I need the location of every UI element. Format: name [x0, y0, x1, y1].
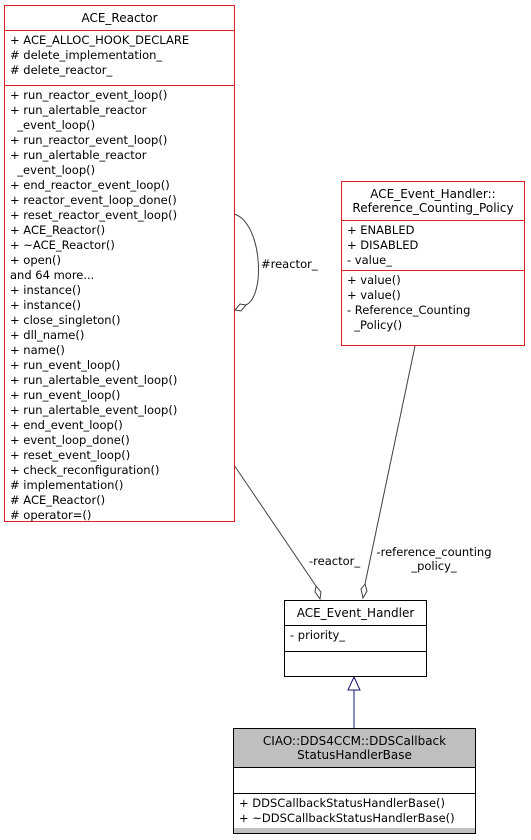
method: + run_reactor_event_loop(): [10, 133, 168, 147]
method: + event_loop_done(): [10, 433, 130, 447]
method: # implementation(): [10, 478, 124, 492]
method: + reset_reactor_event_loop(): [10, 208, 178, 222]
method: + run_alertable_event_loop(): [10, 403, 178, 417]
method: + run_alertable_event_loop(): [10, 373, 178, 387]
method: + check_reconfiguration(): [10, 463, 160, 477]
method: + instance(): [10, 298, 81, 312]
class-title-line2: Reference_Counting_Policy: [352, 201, 514, 215]
class-title: ACE_Event_Handler:: Reference_Counting_P…: [342, 182, 524, 220]
method: + close_singleton(): [10, 313, 121, 327]
attribute: + DISABLED: [347, 238, 419, 252]
method: + run_reactor_event_loop(): [10, 88, 168, 102]
method: # ACE_Reactor(): [10, 493, 106, 507]
class-ddscallback-status-handler-base[interactable]: CIAO::DDS4CCM::DDSCallback StatusHandler…: [233, 728, 476, 834]
reactor-association-diamond: [314, 584, 322, 601]
method: + run_event_loop(): [10, 358, 121, 372]
edge-label-reactor: -reactor_: [309, 554, 361, 568]
attribute: # delete_implementation_: [10, 48, 163, 62]
attributes-section: [234, 767, 475, 793]
method: _event_loop(): [10, 118, 96, 132]
method: + ~DDSCallbackStatusHandlerBase(): [239, 811, 455, 825]
self-association-reactor: [233, 213, 259, 306]
more-methods-link[interactable]: and 64 more...: [10, 268, 95, 282]
attribute: - priority_: [290, 628, 346, 642]
methods-section: + run_reactor_event_loop() + run_alertab…: [5, 85, 234, 525]
class-title-line1: CIAO::DDS4CCM::DDSCallback: [262, 734, 447, 748]
edge-label-line1: -reference_counting: [376, 545, 492, 559]
method: + instance(): [10, 283, 81, 297]
attributes-section: + ACE_ALLOC_HOOK_DECLARE # delete_implem…: [5, 30, 234, 85]
method: + end_reactor_event_loop(): [10, 178, 170, 192]
attributes-section: - priority_: [285, 625, 426, 651]
methods-section: + value() + value() - Reference_Counting…: [342, 270, 524, 335]
methods-section: [285, 651, 426, 676]
self-association-diamond: [234, 303, 247, 312]
method: + ACE_Reactor(): [10, 223, 106, 237]
class-title: CIAO::DDS4CCM::DDSCallback StatusHandler…: [234, 729, 475, 767]
method: + ~ACE_Reactor(): [10, 238, 115, 252]
method: _event_loop(): [10, 163, 96, 177]
method: + dll_name(): [10, 328, 85, 342]
method: + run_alertable_reactor: [10, 103, 147, 117]
method: + open(): [10, 253, 61, 267]
edge-label-reference-counting-policy: -reference_counting _policy_: [372, 545, 496, 573]
method: + run_alertable_reactor: [10, 148, 147, 162]
class-title-line2: StatusHandlerBase: [297, 748, 412, 762]
inheritance-arrowhead: [347, 675, 361, 691]
methods-section: + DDSCallbackStatusHandlerBase() + ~DDSC…: [234, 793, 475, 828]
attribute: + ACE_ALLOC_HOOK_DECLARE: [10, 33, 190, 47]
method: + end_event_loop(): [10, 418, 123, 432]
class-title: ACE_Event_Handler: [296, 606, 415, 620]
attribute: - value_: [347, 253, 392, 267]
method: + name(): [10, 343, 65, 357]
policy-association-line: [364, 345, 416, 585]
edge-label-line2: _policy_: [411, 559, 457, 573]
class-ace-event-handler[interactable]: ACE_Event_Handler - priority_: [284, 600, 427, 677]
attributes-section: + ENABLED + DISABLED - value_: [342, 220, 524, 270]
method: _Policy(): [347, 318, 403, 332]
method: + reset_event_loop(): [10, 448, 131, 462]
class-reference-counting-policy[interactable]: ACE_Event_Handler:: Reference_Counting_P…: [341, 181, 525, 346]
edge-label-self-reactor: #reactor_: [261, 257, 318, 271]
class-ace-reactor[interactable]: ACE_Reactor + ACE_ALLOC_HOOK_DECLARE # d…: [4, 5, 235, 522]
method: + value(): [347, 273, 401, 287]
method: + DDSCallbackStatusHandlerBase(): [239, 796, 446, 810]
attribute: # delete_reactor_: [10, 63, 113, 77]
method: - Reference_Counting: [347, 303, 471, 317]
method: + reactor_event_loop_done(): [10, 193, 177, 207]
class-title: ACE_Reactor: [81, 11, 158, 25]
policy-association-diamond: [360, 582, 368, 600]
reactor-association-line: [233, 464, 317, 587]
attribute: + ENABLED: [347, 223, 415, 237]
class-title-line1: ACE_Event_Handler::: [370, 187, 496, 201]
method: + run_event_loop(): [10, 388, 121, 402]
method: # operator=(): [10, 508, 92, 522]
method: + value(): [347, 288, 401, 302]
